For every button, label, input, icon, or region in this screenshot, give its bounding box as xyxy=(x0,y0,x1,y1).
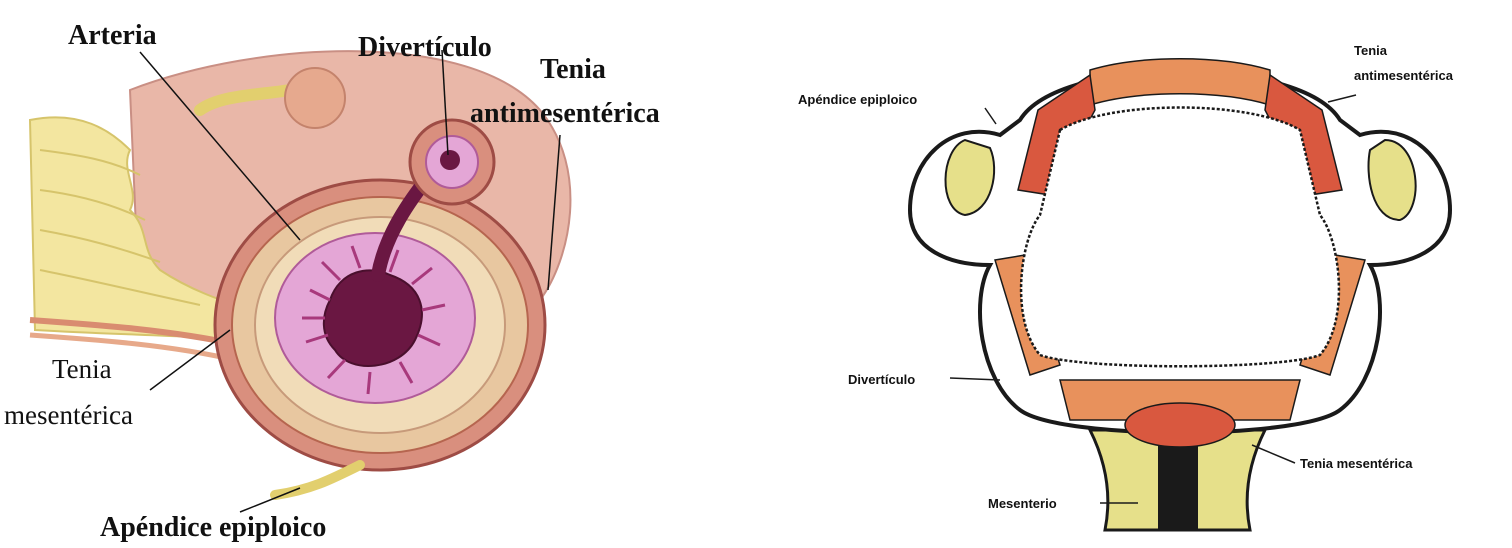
lumen-outline xyxy=(1021,108,1339,367)
label-tenia-anti-1: Tenia xyxy=(1354,43,1388,58)
diverticulum-lumen xyxy=(440,150,460,170)
label-diverticulo: Divertículo xyxy=(848,372,915,387)
bottom-appendix xyxy=(275,465,360,495)
mesentery-core xyxy=(1158,445,1198,530)
label-tenia-meso: Tenia mesentérica xyxy=(1300,456,1413,471)
label-tenia-meso-2: mesentérica xyxy=(4,400,133,430)
label-tenia-anti-2: antimesentérica xyxy=(470,98,660,129)
label-mesenterio: Mesenterio xyxy=(988,496,1057,511)
label-tenia-meso-1: Tenia xyxy=(52,354,112,384)
label-arteria: Arteria xyxy=(68,20,157,51)
label-tenia-anti-1: Tenia xyxy=(540,54,606,85)
left-illustration-svg: Arteria Divertículo Tenia antimesentéric… xyxy=(0,0,760,548)
right-schematic-svg: Apéndice epiploico Tenia antimesentérica… xyxy=(760,0,1512,548)
right-schematic: Apéndice epiploico Tenia antimesentérica… xyxy=(760,0,1512,548)
label-tenia-anti-2: antimesentérica xyxy=(1354,68,1454,83)
label-diverticulo: Divertículo xyxy=(358,32,492,63)
label-apendice: Apéndice epiploico xyxy=(100,512,326,543)
lumen xyxy=(324,270,422,366)
left-illustration: Arteria Divertículo Tenia antimesentéric… xyxy=(0,0,760,548)
muscle-bottom-core xyxy=(1125,403,1235,447)
top-appendix-ball xyxy=(285,68,345,128)
label-apendice: Apéndice epiploico xyxy=(798,92,917,107)
